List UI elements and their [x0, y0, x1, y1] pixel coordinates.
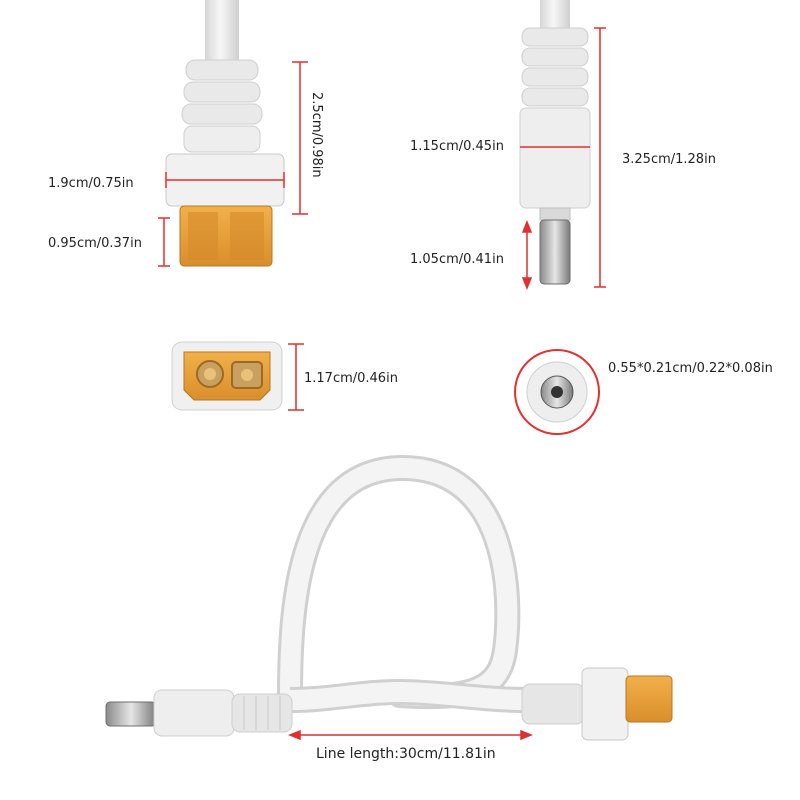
full-cable-view	[105, 454, 673, 741]
measure-lines-dc	[520, 27, 606, 291]
strain-relief-rib	[181, 103, 263, 125]
dc-pin-label: 1.05cm/0.41in	[410, 252, 504, 267]
xt60-slot	[230, 212, 264, 260]
xt60-connector-bottom	[625, 675, 673, 723]
xt60-housing-bottom	[581, 667, 629, 741]
measure-lines-face	[288, 343, 304, 411]
line-length-label: Line length:30cm/11.81in	[316, 746, 496, 762]
dc-plug-bottom	[153, 689, 235, 737]
dc-plug-side-view	[519, 0, 591, 285]
strain-relief-rib	[185, 59, 259, 81]
cable-straight	[289, 681, 529, 710]
dc-length-label: 3.25cm/1.28in	[622, 152, 716, 167]
dc-barrel-bottom	[105, 701, 157, 727]
xt60-face-view	[171, 341, 283, 411]
xt60-face-height-label: 1.17cm/0.46in	[304, 371, 398, 386]
dc-strain-relief-bottom	[231, 693, 293, 733]
xt60-plug-view	[165, 0, 285, 267]
xt60-strain-relief-bottom	[521, 683, 585, 725]
measure-line-cable	[287, 729, 534, 741]
strain-relief-rib	[183, 81, 261, 103]
dc-plug-body	[519, 107, 591, 209]
dc-diameter-label: 1.15cm/0.45in	[410, 139, 504, 154]
cable-segment	[540, 0, 570, 30]
plug-height-label: 2.5cm/0.98in	[309, 92, 324, 178]
dc-size-label: 0.55*0.21cm/0.22*0.08in	[608, 361, 773, 376]
strain-relief-neck	[183, 125, 261, 153]
plug-width-label: 1.9cm/0.75in	[48, 176, 134, 191]
xt60-slot	[188, 212, 218, 260]
dc-end-view	[514, 349, 600, 435]
dc-barrel	[539, 219, 571, 285]
cable-loop	[280, 457, 518, 707]
cable-segment	[205, 0, 239, 65]
measure-lines-plug	[158, 61, 308, 267]
xt60-depth-label: 0.95cm/0.37in	[48, 236, 142, 251]
